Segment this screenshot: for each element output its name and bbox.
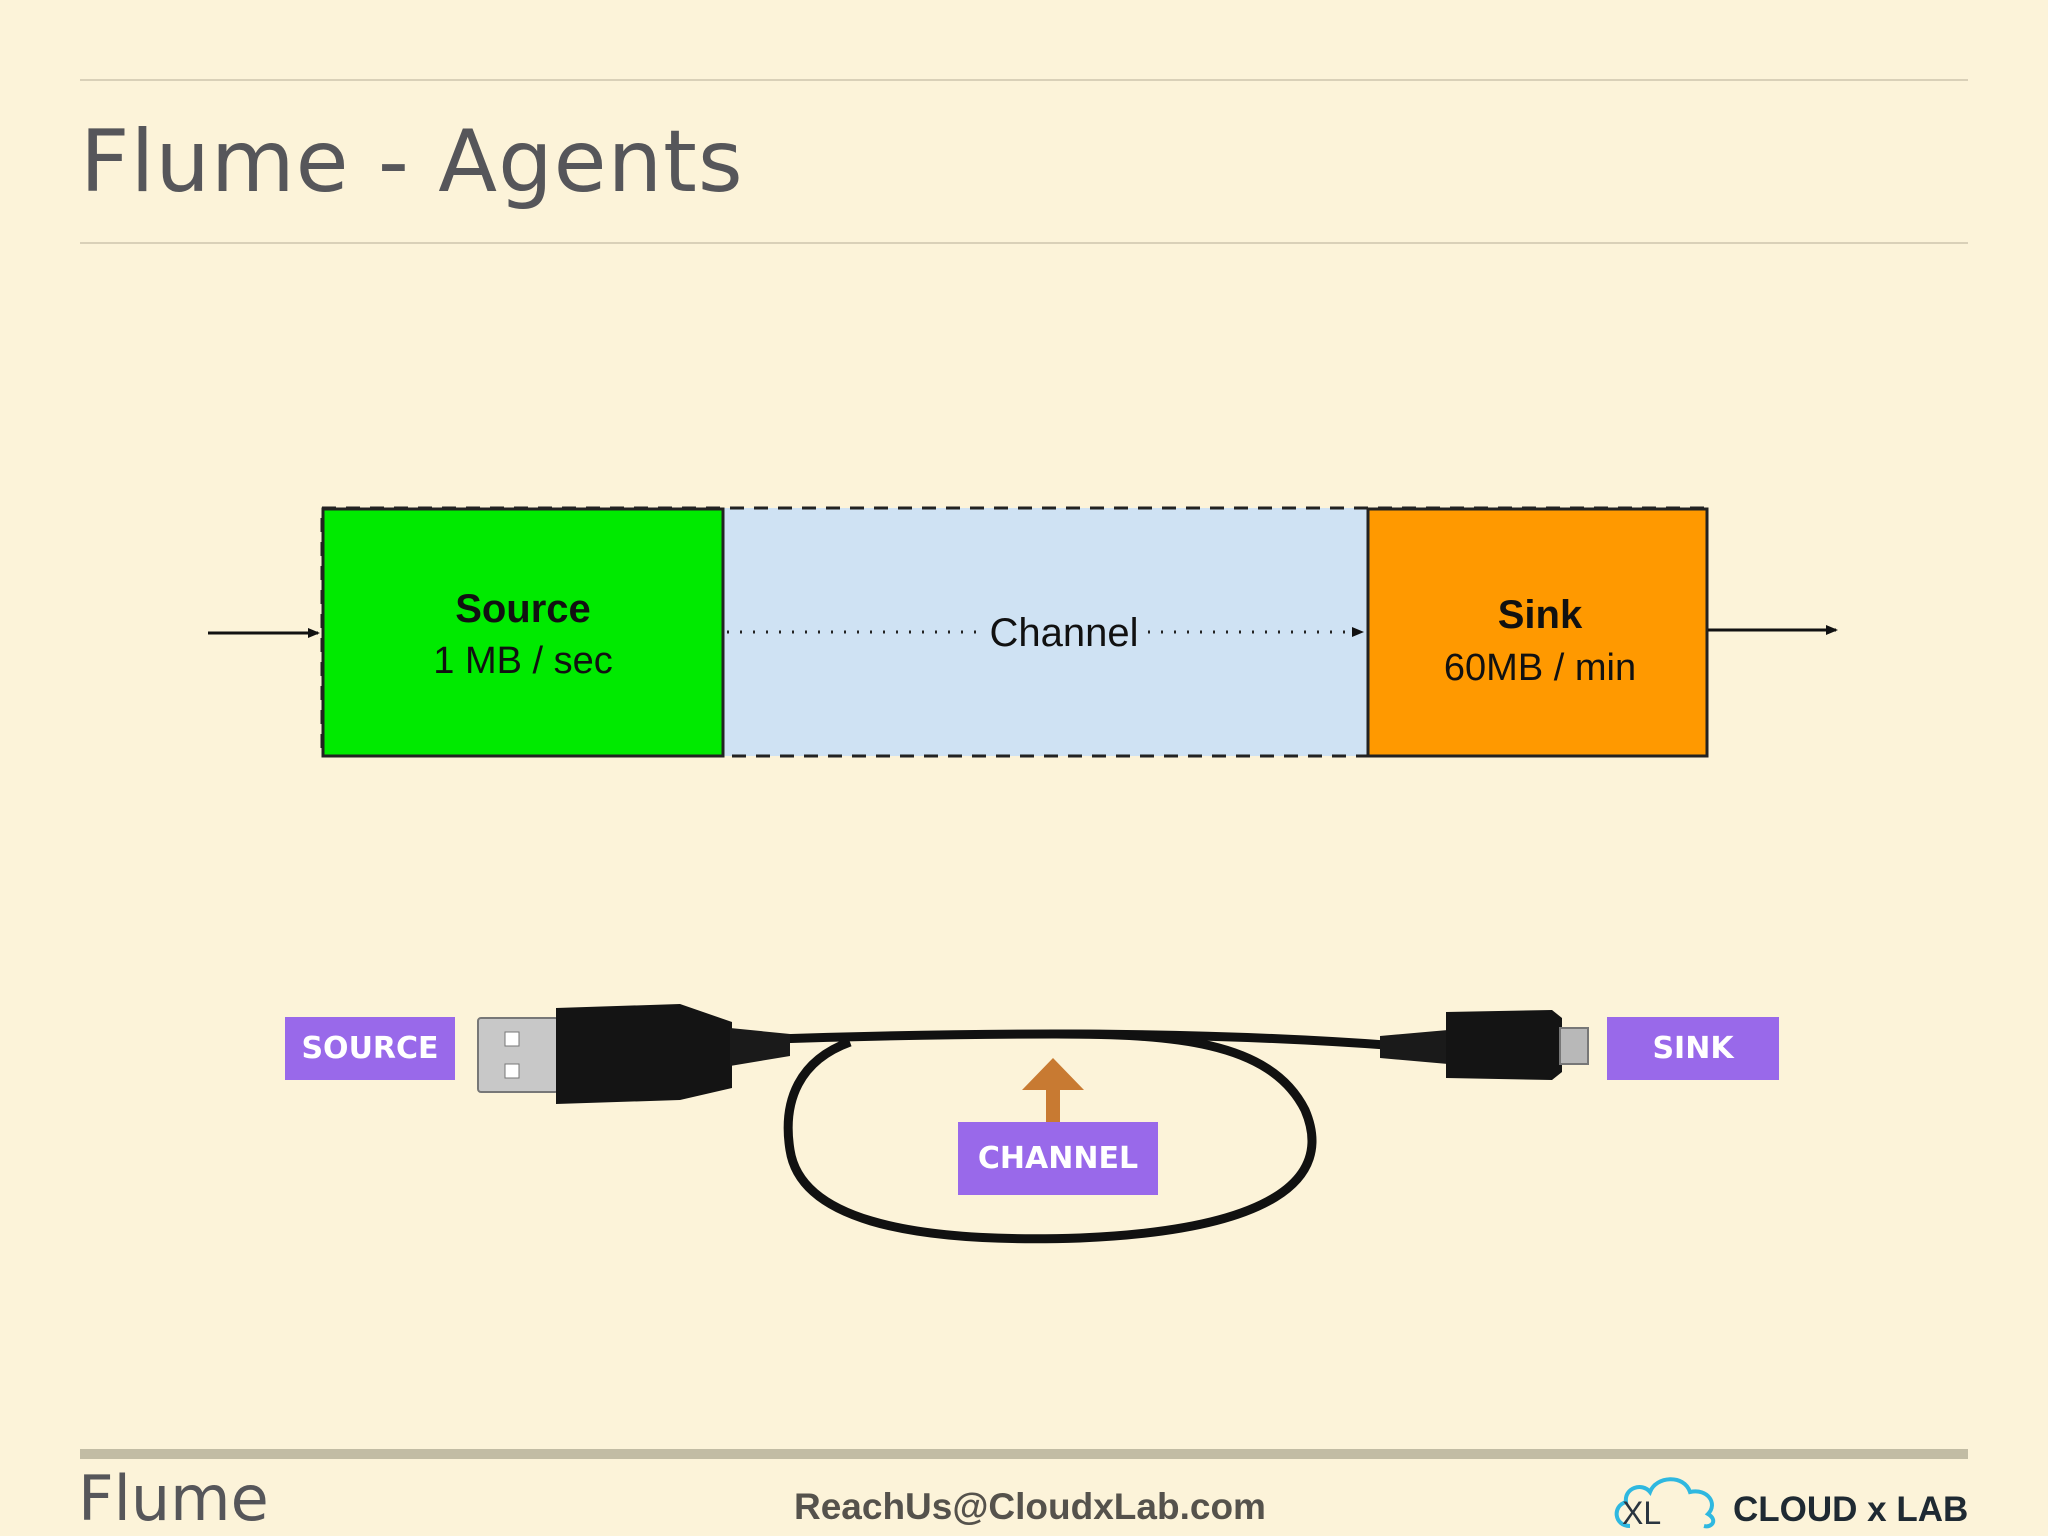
channel-label-tag: CHANNEL bbox=[958, 1122, 1158, 1195]
footer-contact-email: ReachUs@CloudxLab.com bbox=[794, 1486, 1266, 1527]
channel-label: Channel bbox=[989, 611, 1138, 655]
sink-title: Sink bbox=[1498, 593, 1583, 637]
usb-cable-illustration bbox=[477, 1004, 1589, 1244]
logo-wordmark: CLOUD x LAB bbox=[1733, 1490, 1969, 1529]
title-rule bbox=[80, 242, 1968, 244]
usb-a-slot-1 bbox=[504, 1031, 520, 1047]
sink-box bbox=[1366, 507, 1709, 758]
sink-label-tag: SINK bbox=[1607, 1017, 1779, 1080]
sink-rate: 60MB / min bbox=[1444, 647, 1636, 689]
source-rate: 1 MB / sec bbox=[433, 640, 613, 682]
usb-a-housing bbox=[556, 1004, 732, 1104]
source-title: Source bbox=[455, 587, 591, 631]
usb-cable-loop bbox=[744, 1029, 1317, 1244]
usb-a-strain-relief bbox=[730, 1028, 790, 1066]
slide-title: Flume - Agents bbox=[80, 112, 744, 212]
cloudxlab-logo-icon: XL bbox=[1614, 1477, 1716, 1531]
footer-topic: Flume bbox=[78, 1462, 269, 1535]
channel-pointer-head bbox=[1022, 1058, 1084, 1090]
micro-usb-strain-relief bbox=[1380, 1030, 1448, 1064]
usb-cable-right bbox=[1054, 1029, 1401, 1051]
micro-usb-housing bbox=[1446, 1010, 1562, 1080]
svg-text:XL: XL bbox=[1622, 1495, 1661, 1531]
footer-rule bbox=[80, 1449, 1968, 1459]
top-rule bbox=[80, 79, 1968, 81]
usb-a-slot-2 bbox=[504, 1063, 520, 1079]
source-box bbox=[321, 507, 725, 758]
micro-usb-metal bbox=[1559, 1027, 1589, 1065]
source-label-tag: SOURCE bbox=[285, 1017, 455, 1080]
usb-a-metal bbox=[477, 1017, 559, 1093]
channel-pointer-shaft bbox=[1046, 1082, 1060, 1122]
